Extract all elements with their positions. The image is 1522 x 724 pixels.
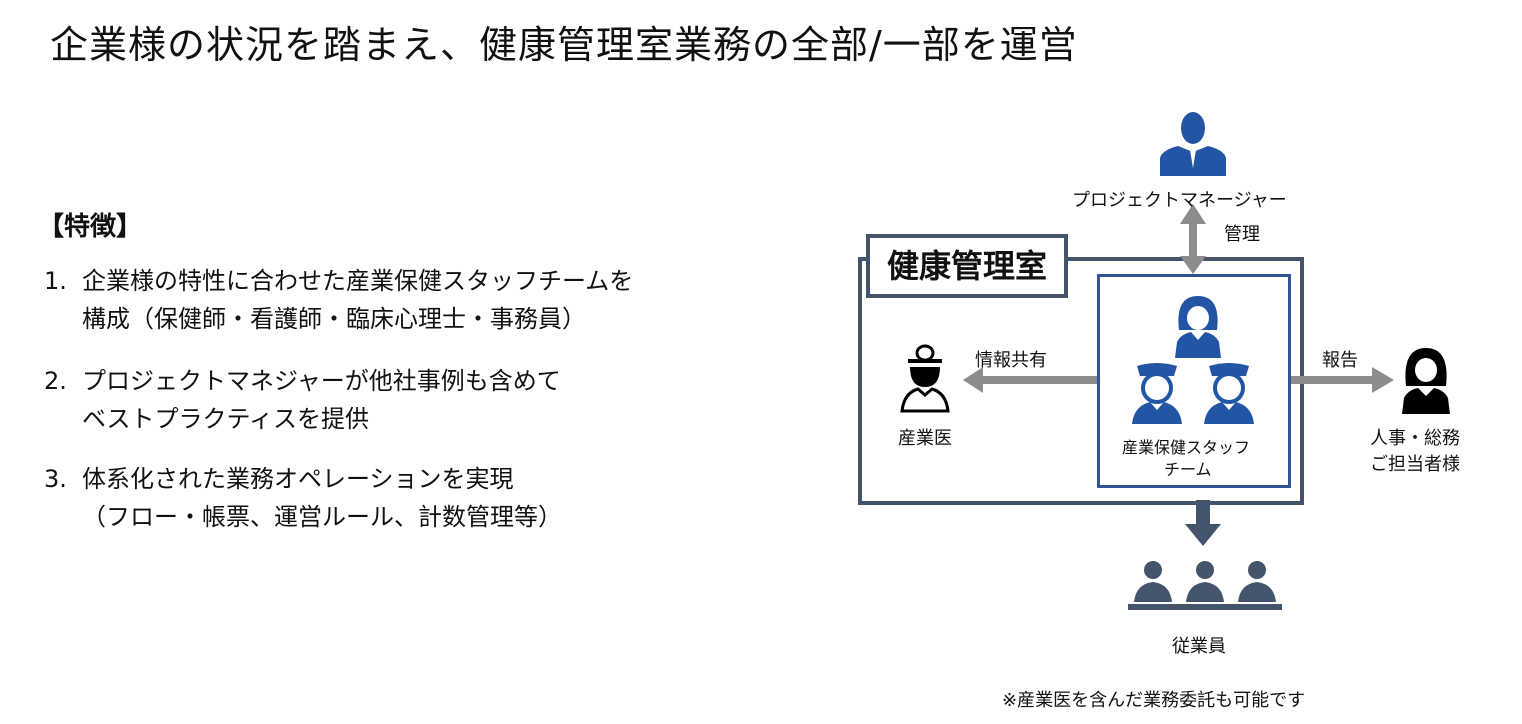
feature-item: 1. 企業様の特性に合わせた産業保健スタッフチームを 構成（保健師・看護師・臨床心… xyxy=(44,262,633,338)
item-number: 3. xyxy=(44,465,67,493)
employees-icon xyxy=(1128,561,1282,610)
report-arrow-shaft xyxy=(1288,376,1373,384)
employees-label: 従業員 xyxy=(1172,636,1226,657)
item-number: 1. xyxy=(44,267,67,295)
page-title: 企業様の状況を踏まえ、健康管理室業務の全部/一部を運営 xyxy=(50,23,1078,67)
pm-label: プロジェクトマネージャー xyxy=(1072,190,1287,211)
nurse-icon xyxy=(1132,363,1182,424)
health-room-label: 健康管理室 xyxy=(866,234,1068,298)
nurse-icon xyxy=(1204,363,1254,424)
team-label-1: 産業保健スタッフ xyxy=(1122,438,1251,457)
share-label: 情報共有 xyxy=(975,350,1047,371)
project-manager-icon xyxy=(1160,112,1226,176)
footnote: ※産業医を含んだ業務委託も可能です xyxy=(1002,690,1306,711)
features-heading: 【特徴】 xyxy=(38,212,143,242)
item-text: プロジェクトマネジャーが他社事例も含めて xyxy=(82,367,561,395)
report-arrow-head xyxy=(1372,367,1394,393)
public-health-nurse-icon xyxy=(1175,296,1221,358)
employees-arrow-shaft xyxy=(1196,500,1210,526)
item-text: 企業様の特性に合わせた産業保健スタッフチームを xyxy=(82,267,634,295)
doctor-label: 産業医 xyxy=(898,428,952,449)
feature-item: 3. 体系化された業務オペレーションを実現 （フロー・帳票、運営ルール、計数管理等… xyxy=(44,460,562,536)
manage-arrow-shaft xyxy=(1189,220,1197,260)
item-text: 体系化された業務オペレーションを実現 xyxy=(82,465,514,493)
manage-label: 管理 xyxy=(1224,224,1260,245)
item-text: ベストプラクティスを提供 xyxy=(82,405,370,433)
manage-arrow-down-head xyxy=(1180,256,1206,274)
team-label-2: チーム xyxy=(1164,460,1212,479)
doctor-icon xyxy=(900,344,950,413)
feature-item: 2. プロジェクトマネジャーが他社事例も含めて ベストプラクティスを提供 xyxy=(44,362,561,438)
share-arrow-shaft xyxy=(980,376,1098,384)
item-number: 2. xyxy=(44,367,67,395)
hr-label-1: 人事・総務 xyxy=(1370,428,1460,449)
report-label: 報告 xyxy=(1322,350,1358,371)
item-text: 構成（保健師・看護師・臨床心理士・事務員） xyxy=(82,305,586,333)
employees-arrow-head xyxy=(1185,524,1221,546)
hr-label-2: ご担当者様 xyxy=(1370,454,1460,475)
item-text: （フロー・帳票、運営ルール、計数管理等） xyxy=(82,503,562,531)
manage-arrow-up-head xyxy=(1180,204,1206,224)
hr-staff-icon xyxy=(1402,348,1450,414)
share-arrow-head xyxy=(963,367,983,393)
